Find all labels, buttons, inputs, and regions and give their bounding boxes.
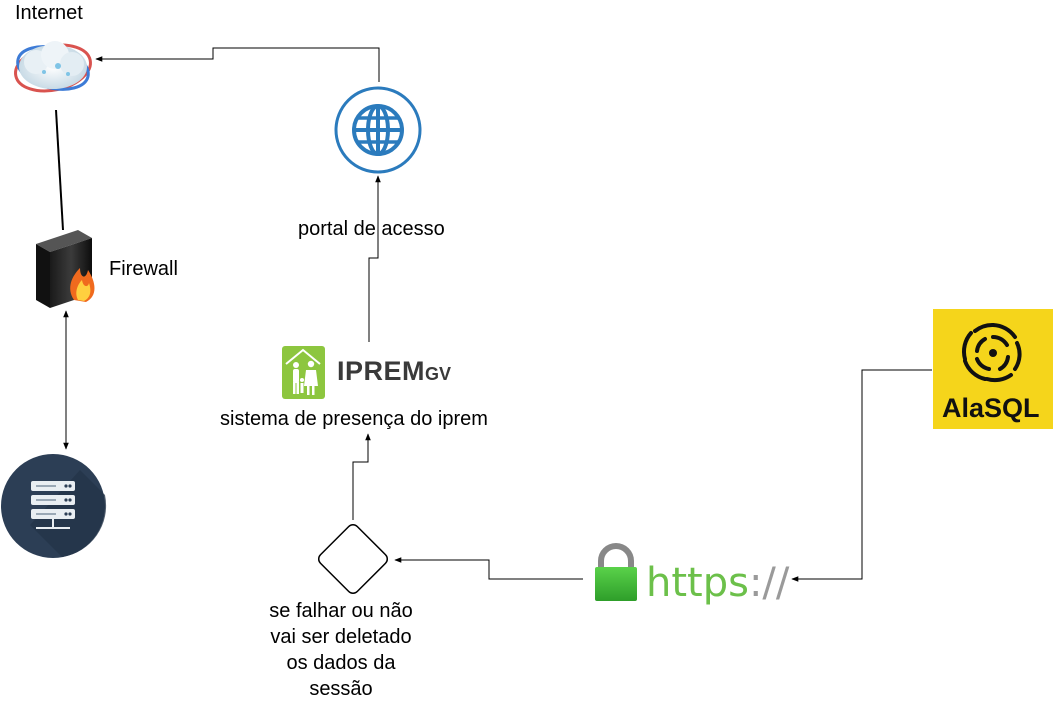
- alasql-logo-text[interactable]: AlaSQL: [942, 393, 1040, 423]
- connectors: [55, 47, 932, 582]
- portal-label: portal de acesso: [298, 218, 445, 240]
- edge-iprem-to-portal: [368, 175, 381, 342]
- https-slashes: ://: [748, 560, 790, 606]
- edge-internet-firewall: [55, 109, 64, 231]
- https-logo[interactable]: https://: [646, 558, 789, 608]
- cloud-network-icon: [14, 41, 92, 93]
- family-house-logo-icon: [282, 346, 325, 399]
- globe-icon: [334, 86, 422, 174]
- iprem-logo-text: IPREM: [337, 356, 426, 386]
- edge-https-to-decision: [394, 557, 583, 580]
- https-text: https: [646, 560, 749, 606]
- iprem-logo[interactable]: IPREMGV: [337, 356, 451, 387]
- padlock-icon: [595, 543, 637, 601]
- decision-diamond[interactable]: [316, 522, 390, 596]
- iprem-logo-suffix: GV: [425, 364, 452, 384]
- server-rack-icon: [1, 454, 107, 558]
- firewall-server-icon: [36, 230, 95, 308]
- firewall-label: Firewall: [109, 258, 178, 280]
- edge-decision-to-iprem: [352, 433, 371, 520]
- edge-alasql-to-https: [791, 369, 932, 582]
- iprem-label: sistema de presença do iprem: [220, 408, 488, 430]
- decision-label: se falhar ou não vai ser deletado os dad…: [269, 600, 413, 700]
- edge-portal-to-internet: [95, 47, 380, 82]
- spiral-logo-icon: [933, 309, 1053, 429]
- internet-label: Internet: [15, 2, 83, 24]
